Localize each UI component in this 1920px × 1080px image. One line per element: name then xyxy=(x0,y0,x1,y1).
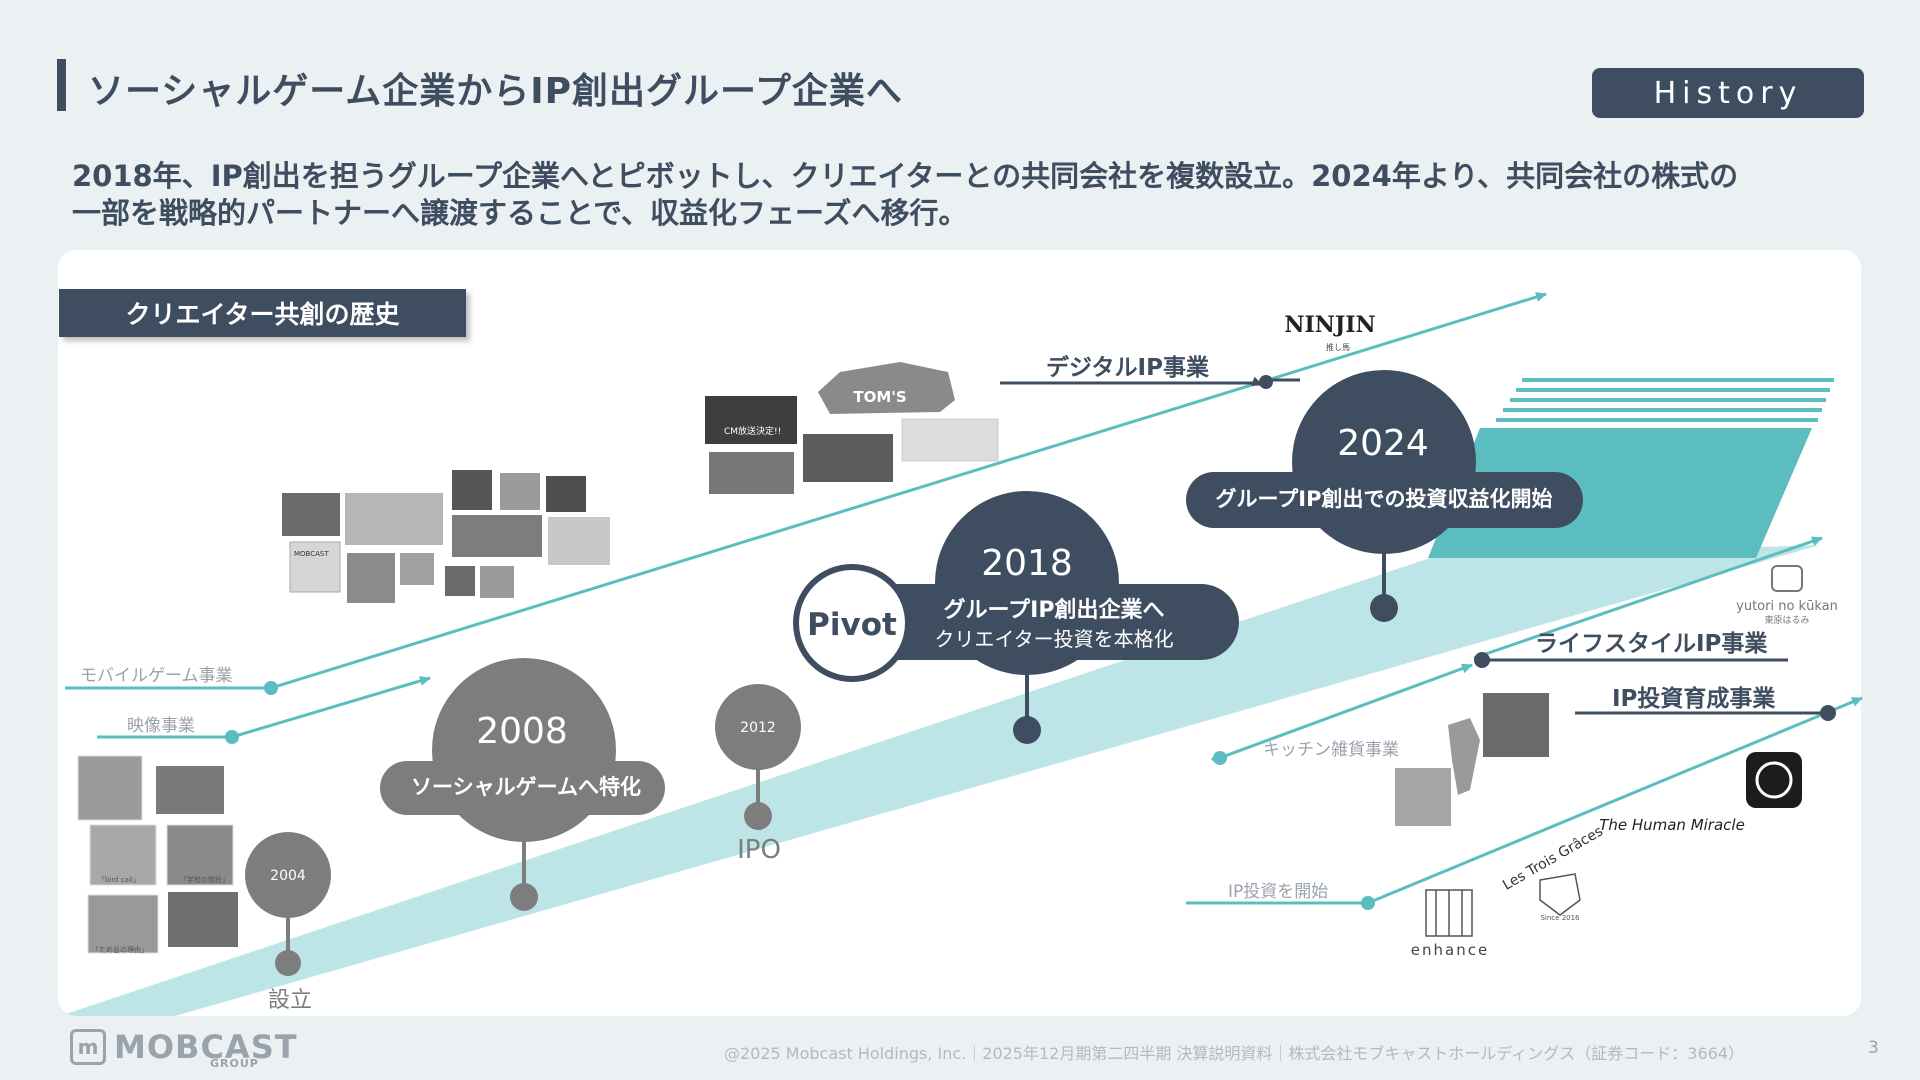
milestone-2024: 2024 グループIP創出での投資収益化開始 xyxy=(1186,370,1583,622)
navy-nodes xyxy=(1259,375,1836,721)
label-ip-invest-start: IP投資を開始 xyxy=(1228,882,1328,902)
label-kitchen: キッチン雑貨事業 xyxy=(1263,740,1399,760)
teal-nodes xyxy=(225,681,1375,910)
enhance-emblem xyxy=(1425,889,1473,937)
label-ip-invest-develop: IP投資育成事業 xyxy=(1612,685,1776,712)
photo-caption-sigh: 「ため息の理由」 xyxy=(92,945,148,954)
photo-caption-school: 「学校の階段」 xyxy=(180,875,229,884)
year-2012: 2012 xyxy=(740,720,776,736)
caption-creator-invest: クリエイター投資を本格化 xyxy=(934,627,1173,651)
history-badge: History xyxy=(1592,68,1864,118)
milestone-2004: 2004 設立 xyxy=(245,832,331,1013)
mobcast-thumb-label: MOBCAST xyxy=(294,550,329,558)
page-title: ソーシャルゲーム企業からIP創出グループ企業へ xyxy=(88,71,903,112)
ninjin-logo: NINJIN 推し馬 xyxy=(1284,312,1375,352)
mobile-game-screens: MOBCAST xyxy=(282,470,610,603)
enhance-logo: enhance xyxy=(1411,941,1489,959)
cm-label: CM放送決定!! xyxy=(724,425,781,437)
label-video: 映像事業 xyxy=(127,716,195,736)
lead-line-2: 一部を戦略的パートナーへ譲渡することで、収益化フェーズへ移行。 xyxy=(72,196,968,230)
section-label: クリエイター共創の歴史 xyxy=(59,289,466,337)
digital-ip-images: CM放送決定!! TOM'S xyxy=(705,362,999,494)
since-label: Since 2016 xyxy=(1540,914,1580,922)
year-2024: 2024 xyxy=(1337,423,1429,464)
lead-text: 2018年、IP創出を担うグループ企業へとピボットし、クリエイターとの共同会社を… xyxy=(72,158,1852,232)
year-2018: 2018 xyxy=(981,543,1073,584)
ninjin-name: NINJIN xyxy=(1284,312,1375,338)
lifestyle-photos xyxy=(1395,693,1549,826)
caption-ip-group: グループIP創出企業へ xyxy=(944,597,1165,623)
milestone-2008: 2008 ソーシャルゲームへ特化 xyxy=(380,658,665,911)
caption-founded: 設立 xyxy=(268,988,312,1013)
growth-band xyxy=(60,545,1820,1016)
year-2008: 2008 xyxy=(476,711,568,752)
pivot-label: Pivot xyxy=(807,607,897,643)
photo-caption-bird-call: 「bird call」 xyxy=(98,876,140,884)
caption-ipo: IPO xyxy=(737,835,781,865)
yutori-logo: yutori no kūkan 東原はるみ xyxy=(1736,565,1838,626)
toms-label: TOM'S xyxy=(853,388,906,406)
page-number: 3 xyxy=(1868,1038,1879,1058)
les-trois-graces-logo: Les Trois Grâces xyxy=(1500,823,1606,893)
yutori-sub: 東原はるみ xyxy=(1764,614,1809,626)
milestone-2012: 2012 IPO xyxy=(715,684,801,865)
footer-copyright: @2025 Mobcast Holdings, Inc.｜2025年12月期第二… xyxy=(724,1044,1745,1063)
milestone-2018: Pivot 2018 グループIP創出企業へ クリエイター投資を本格化 xyxy=(793,491,1239,744)
title-accent-bar xyxy=(57,59,66,111)
les-trois-graces-emblem xyxy=(1539,873,1581,916)
speed-stripes xyxy=(1496,378,1834,422)
caption-invest-monetize: グループIP創出での投資収益化開始 xyxy=(1216,487,1553,511)
mobcast-mark-icon: m xyxy=(70,1029,106,1065)
human-miracle-logo: The Human Miracle xyxy=(1599,816,1745,834)
video-photos: 「bird call」 「学校の階段」 「ため息の理由」 xyxy=(77,755,238,954)
year-2004: 2004 xyxy=(270,868,306,884)
label-digital-ip: デジタルIP事業 xyxy=(1046,354,1210,381)
caption-social-game: ソーシャルゲームへ特化 xyxy=(411,775,641,799)
mobcast-logo-group: GROUP xyxy=(210,1057,259,1070)
mobcast-logo: m MOBCAST GROUP xyxy=(70,1027,298,1070)
mobcast-logo-name: MOBCAST xyxy=(114,1028,298,1066)
label-mobile-game: モバイルゲーム事業 xyxy=(80,666,233,686)
ninjin-sub: 推し馬 xyxy=(1326,342,1350,352)
label-lifestyle-ip: ライフスタイルIP事業 xyxy=(1535,630,1768,657)
lead-line-1: 2018年、IP創出を担うグループ企業へとピボットし、クリエイターとの共同会社を… xyxy=(72,159,1739,193)
yutori-name: yutori no kūkan xyxy=(1736,599,1838,614)
